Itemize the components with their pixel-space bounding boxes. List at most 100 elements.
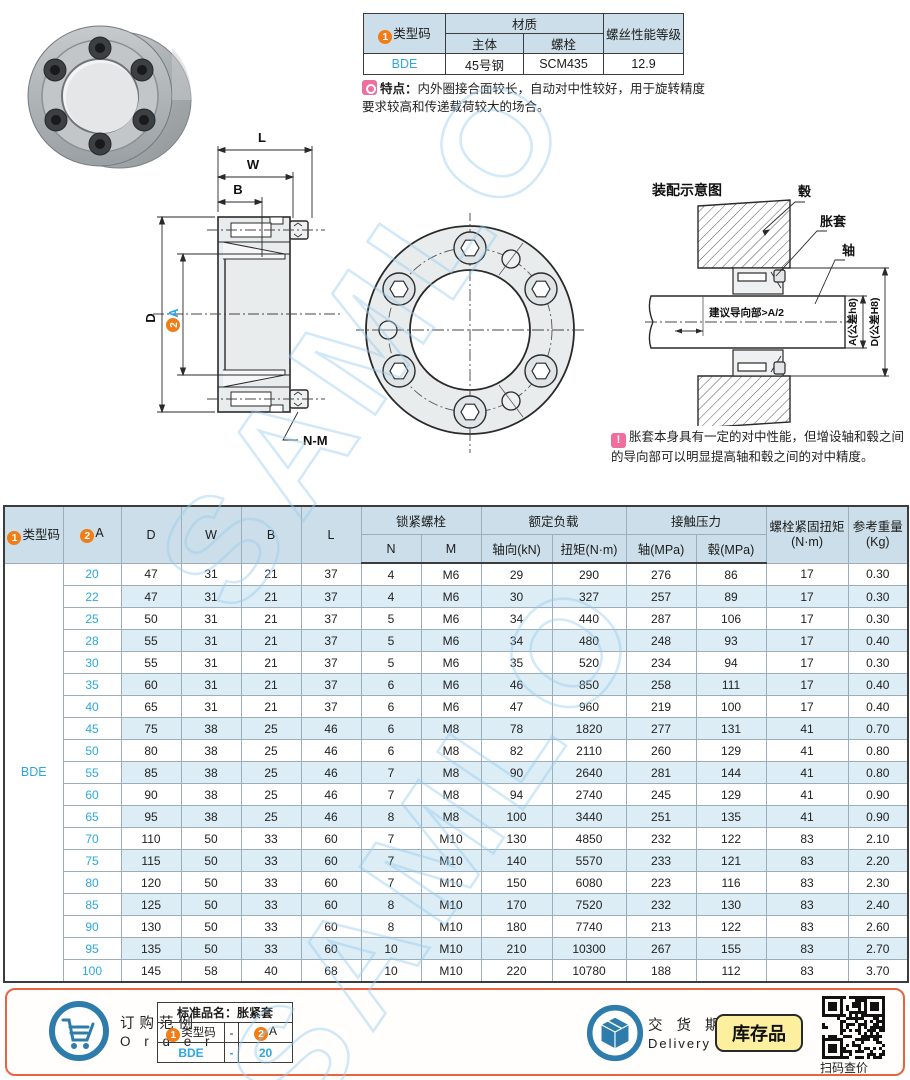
table-cell: 0.90 <box>847 783 909 806</box>
table-cell: 50 <box>180 871 242 894</box>
table-cell: 30 <box>480 585 553 608</box>
note-exclamation-icon: ! <box>611 433 626 448</box>
table-cell: 46 <box>480 673 553 696</box>
table-cell: 17 <box>765 585 849 608</box>
table-cell: 46 <box>300 783 362 806</box>
table-cell: 31 <box>180 607 242 630</box>
table-cell: 50 <box>180 937 242 960</box>
table-cell: 41 <box>765 739 849 762</box>
table-cell: 22 <box>62 585 122 608</box>
table-cell: 50 <box>180 915 242 938</box>
table-cell: 110 <box>120 827 182 850</box>
table-cell: 220 <box>480 959 553 983</box>
table-cell: 10 <box>360 937 422 960</box>
table-cell: 7 <box>360 849 422 872</box>
table-cell: 116 <box>695 871 767 894</box>
header-m: M <box>420 534 482 564</box>
dim-label-a: A <box>166 308 181 318</box>
features-text: 特点：内外圈接合面较长，自动对中性较好，用于旋转精度要求较高和传递载荷较大的场合… <box>362 80 706 115</box>
table-cell: 0.30 <box>847 651 909 674</box>
table-cell: 281 <box>625 761 697 784</box>
table-cell: 60 <box>120 673 182 696</box>
table-cell: 38 <box>180 739 242 762</box>
assembly-hub-label: 毂 <box>798 184 812 199</box>
table-cell: M8 <box>420 739 482 762</box>
table-cell: M6 <box>420 695 482 718</box>
header-n: N <box>360 534 422 564</box>
table-cell: 129 <box>695 783 767 806</box>
table-cell: 2.60 <box>847 915 909 938</box>
assembly-dim-a: A(公差h8) <box>846 298 859 346</box>
table-cell: 327 <box>551 585 627 608</box>
table-cell: 31 <box>180 673 242 696</box>
table-cell: 170 <box>480 893 553 916</box>
circle-1-icon: 1 <box>166 1027 181 1042</box>
table-cell: 21 <box>240 607 302 630</box>
table-cell: M8 <box>420 717 482 740</box>
table-cell: 31 <box>180 629 242 652</box>
table-cell: 0.90 <box>847 805 909 828</box>
assembly-dim-d: D(公差H8) <box>868 298 881 347</box>
table-cell: 50 <box>180 827 242 850</box>
table-cell: 4850 <box>551 827 627 850</box>
table-cell: 50 <box>62 739 122 762</box>
table-cell: 130 <box>120 915 182 938</box>
table-cell: 38 <box>180 805 242 828</box>
table-cell: 120 <box>120 871 182 894</box>
table-cell: 17 <box>765 673 849 696</box>
table-cell: 0.80 <box>847 739 909 762</box>
table-cell: 41 <box>765 783 849 806</box>
table-cell: 260 <box>625 739 697 762</box>
table-cell: 21 <box>240 585 302 608</box>
table-cell: 213 <box>625 915 697 938</box>
table-cell: M10 <box>420 959 482 983</box>
table-cell: 0.70 <box>847 717 909 740</box>
table-cell: 2.30 <box>847 871 909 894</box>
table-cell: 145 <box>120 959 182 983</box>
table-cell: 33 <box>240 937 302 960</box>
table-cell: 0.30 <box>847 562 909 586</box>
table-cell: 70 <box>62 827 122 850</box>
table-cell: 3.70 <box>847 959 909 983</box>
table-cell: 121 <box>695 849 767 872</box>
table-cell: 135 <box>120 937 182 960</box>
table-cell: 276 <box>625 562 697 586</box>
table-cell: 21 <box>240 562 302 586</box>
table-cell: 60 <box>300 827 362 850</box>
table-cell: M10 <box>420 827 482 850</box>
assembly-drawing: 建议导向部>A/2 毂 胀套 轴 A(公差h8) D(公差H8) <box>645 184 889 426</box>
table-cell: 30 <box>62 651 122 674</box>
stock-badge: 库存品 <box>715 1014 803 1052</box>
table-cell: 50 <box>120 607 182 630</box>
table-cell: 60 <box>300 849 362 872</box>
table-cell: 960 <box>551 695 627 718</box>
header-weight: 参考重量(Kg) <box>847 505 909 564</box>
table-cell: M8 <box>420 783 482 806</box>
circle-2-icon: 2 <box>254 1027 268 1041</box>
table-cell: 85 <box>120 761 182 784</box>
feature-icon <box>362 80 377 95</box>
table-cell: 2110 <box>551 739 627 762</box>
table-cell: 2.40 <box>847 893 909 916</box>
table-cell: 6080 <box>551 871 627 894</box>
table-cell: 55 <box>62 761 122 784</box>
type-code-cell: BDE <box>3 562 64 983</box>
table-cell: 219 <box>625 695 697 718</box>
table-cell: 46 <box>300 761 362 784</box>
table-cell: 38 <box>180 717 242 740</box>
header-axial: 轴向(kN) <box>480 534 553 564</box>
delivery-box-icon <box>586 1004 644 1062</box>
header-lock-bolt: 锁紧螺栓 <box>360 505 482 535</box>
table-cell: 25 <box>240 739 302 762</box>
table-cell: M6 <box>420 607 482 630</box>
spec-body-value: 45号钢 <box>445 53 524 75</box>
table-cell: 47 <box>120 585 182 608</box>
table-cell: 38 <box>180 761 242 784</box>
table-cell: 7520 <box>551 893 627 916</box>
assembly-note: !胀套本身具有一定的对中性能，但增设轴和毂之间的导向部可以明显提高轴和毂之间的对… <box>611 430 905 464</box>
